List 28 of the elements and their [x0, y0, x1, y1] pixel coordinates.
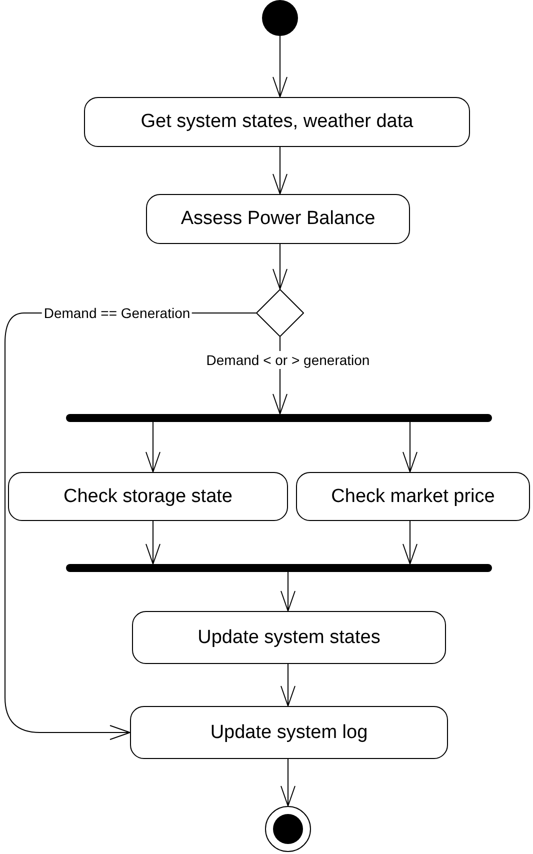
sync-bar: [66, 414, 492, 422]
action-box: [130, 706, 448, 759]
start-node: [262, 0, 298, 36]
action-label: Update system states: [198, 626, 380, 648]
action-label: Assess Power Balance: [180, 208, 376, 230]
sync-bar: [66, 564, 492, 572]
action-label: Check market price: [331, 486, 495, 508]
action-box: [146, 194, 410, 244]
action-label: Check storage state: [64, 486, 232, 508]
action-label: Get system states, weather data: [140, 111, 414, 133]
end-node: [265, 806, 311, 852]
arrow: [272, 244, 288, 290]
arrow: [272, 146, 288, 194]
action-box: [296, 472, 530, 521]
arrow: [280, 664, 296, 706]
action-box: [84, 97, 470, 147]
arrow: [272, 36, 288, 98]
arrow: [402, 422, 418, 472]
arrow: [146, 520, 160, 564]
arrow: [280, 758, 296, 806]
arrow: [280, 572, 296, 612]
decision-diamond: [256, 289, 304, 337]
arrow: [402, 520, 418, 564]
action-box: [8, 472, 288, 521]
edge-label: Demand < or > generation: [204, 351, 372, 369]
action-box: [132, 611, 446, 664]
action-label: Update system log: [210, 722, 368, 744]
arrow: [146, 422, 160, 472]
